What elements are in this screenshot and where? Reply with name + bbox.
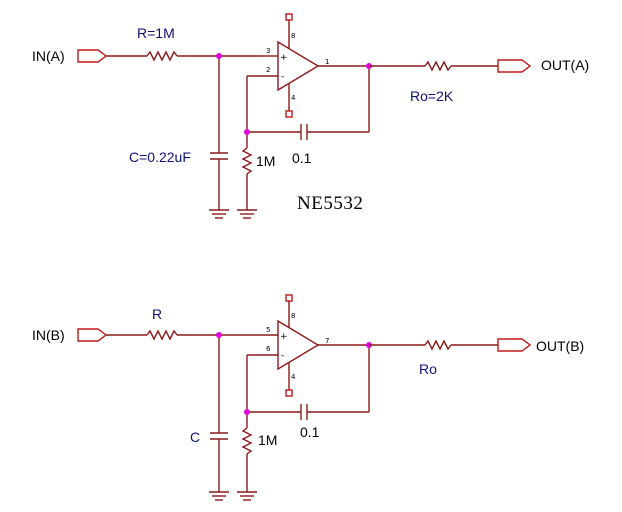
pin-number: 3 [266, 47, 270, 55]
power-pin-icon [285, 389, 293, 397]
pin-number: 4 [291, 373, 296, 381]
output-port-icon [497, 59, 532, 73]
junction-dot-icon [244, 409, 250, 415]
pin-number: 6 [266, 345, 271, 353]
series-resistor-label: R [152, 306, 162, 322]
opamp-icon [277, 319, 320, 371]
output-port-label: OUT(B) [536, 338, 584, 354]
pin-number: 2 [266, 66, 270, 74]
pin-number: 4 [291, 94, 296, 102]
junction-dot-icon [216, 53, 222, 59]
pin-number: 1 [325, 58, 329, 66]
output-resistor-label: Ro [419, 361, 437, 377]
inverting-sign: - [281, 351, 284, 361]
junction-dot-icon [244, 129, 250, 135]
circuit-a: IN(A) R=1M C=0.22uF + - 3 2 1 8 4 [32, 13, 589, 219]
ground-resistor-label: 1M [258, 432, 277, 448]
output-resistor-label: Ro=2K [410, 88, 454, 104]
ground-resistor [241, 147, 253, 175]
circuit-b: IN(B) R C + - 5 6 7 8 4 [32, 294, 584, 501]
input-port-label: IN(A) [32, 48, 65, 64]
power-pin-icon [285, 13, 293, 21]
series-resistor [146, 329, 178, 341]
ground-icon [209, 209, 229, 219]
noninverting-sign: + [280, 53, 288, 63]
junction-dot-icon [216, 332, 222, 338]
pin-number: 7 [325, 337, 329, 345]
series-resistor-label: R=1M [137, 25, 175, 41]
shunt-capacitor-label: C [190, 429, 200, 445]
ground-icon [209, 491, 229, 501]
noninverting-sign: + [280, 332, 288, 342]
opamp-icon [277, 40, 320, 92]
feedback-capacitor-label: 0.1 [292, 150, 312, 166]
shunt-capacitor-label: C=0.22uF [129, 149, 191, 165]
ground-icon [237, 491, 257, 501]
ground-icon [237, 209, 257, 219]
feedback-capacitor-label: 0.1 [300, 424, 320, 440]
inverting-sign: - [281, 72, 284, 82]
pin-number: 5 [266, 326, 270, 334]
ground-resistor [241, 427, 253, 455]
chip-label: NE5532 [297, 193, 363, 214]
output-resistor [424, 339, 452, 351]
input-port-icon [77, 328, 108, 342]
pin-number: 8 [291, 32, 295, 40]
series-resistor [146, 50, 178, 62]
power-pin-icon [285, 110, 293, 118]
input-port-icon [77, 49, 108, 63]
output-port-icon [497, 338, 532, 352]
output-port-label: OUT(A) [541, 57, 589, 73]
power-pin-icon [285, 294, 293, 302]
output-resistor [424, 60, 452, 72]
pin-number: 8 [291, 312, 295, 320]
input-port-label: IN(B) [32, 327, 65, 343]
ground-resistor-label: 1M [256, 153, 275, 169]
